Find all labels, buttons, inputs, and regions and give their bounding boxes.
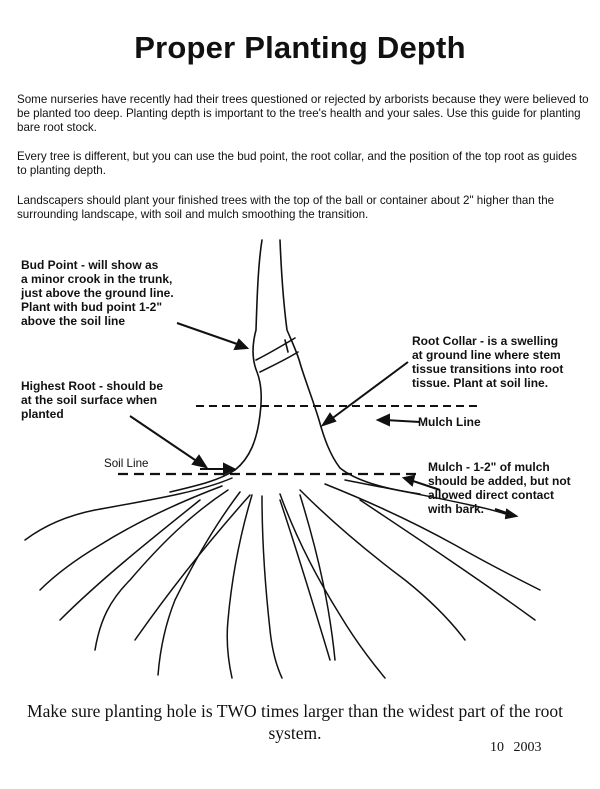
highest-root-label: Highest Root - should be at the soil sur… (21, 379, 163, 421)
tree-planting-diagram (24, 239, 541, 679)
footer-note: Make sure planting hole is TWO times lar… (27, 701, 563, 743)
soil-line-label: Soil Line (104, 457, 149, 470)
date-stamp: 10 2003 (490, 740, 542, 755)
intro-paragraph-2: Every tree is different, but you can use… (17, 150, 577, 177)
root-collar-label: Root Collar - is a swelling at ground li… (412, 334, 564, 390)
page-title: Proper Planting Depth (134, 30, 466, 65)
bud-point-crook (255, 337, 296, 361)
trunk-left-edge (169, 239, 263, 493)
intro-paragraph-1: Some nurseries have recently had their t… (17, 93, 589, 134)
mulch-label: Mulch - 1-2" of mulch should be added, b… (428, 460, 571, 516)
bud-point-label: Bud Point - will show as a minor crook i… (21, 258, 174, 328)
intro-paragraph-3: Landscapers should plant your finished t… (17, 194, 555, 221)
root-system (24, 477, 541, 679)
trunk-right-edge (279, 239, 421, 495)
pointer-arrows (129, 322, 519, 520)
mulch-line-label: Mulch Line (418, 415, 481, 429)
